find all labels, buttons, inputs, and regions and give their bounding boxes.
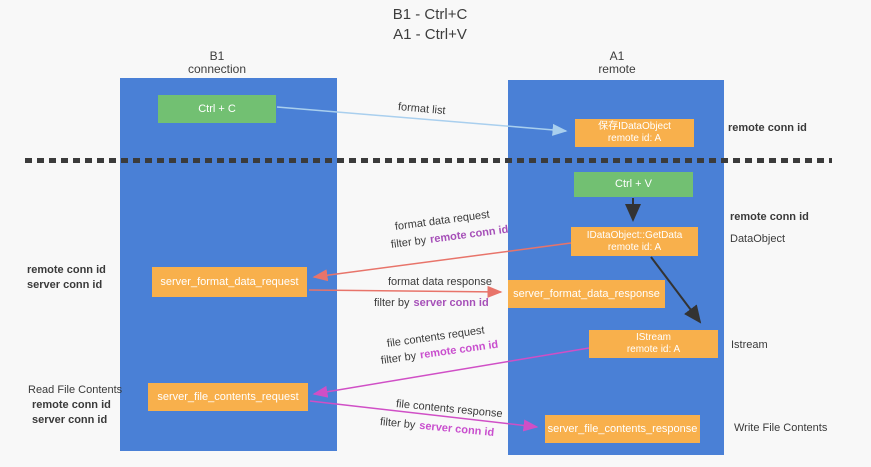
arrow-file-contents-request [312,347,590,398]
node-server-file-contents-request: server_file_contents_request [148,383,308,411]
node-server-format-data-response: server_format_data_response [508,280,665,308]
annotation-istream: Istream [731,339,768,351]
ctrl-v-label: Ctrl + V [615,178,652,190]
filter-by-text: filter by [374,297,410,309]
a1-name: A1 [609,49,625,63]
file-response-label: server_file_contents_response [547,422,698,435]
node-ctrl-c: Ctrl + C [158,95,276,123]
save-idataobject-line1: 保存IDataObject [598,121,671,132]
istream-line1: IStream [635,332,671,343]
lifeline-header-b1: B1 connection [157,50,277,76]
label-format-data-response: format data response [388,276,492,288]
file-request-label: server_file_contents_request [157,390,299,403]
format-request-label: server_format_data_request [160,275,299,288]
node-istream: IStream remote id: A [589,330,718,358]
annotation-left-remote-conn-id-file: remote conn id [32,399,111,411]
annotation-remote-conn-id-top: remote conn id [728,122,807,134]
annotation-left-remote-conn-id-format: remote conn id [27,264,106,276]
annotation-left-server-conn-id-file: server conn id [32,414,108,426]
node-save-idataobject: 保存IDataObject remote id: A [575,119,694,147]
arrow-format-data-response [308,285,503,298]
arrow-getdata-to-istream [650,256,702,324]
diagram-title: B1 - Ctrl+C A1 - Ctrl+V [300,5,560,45]
format-response-label: server_format_data_response [513,287,660,300]
arrow-file-contents-response [309,400,539,432]
title-line-1: B1 - Ctrl+C [392,6,468,23]
annotation-read-file-contents: Read File Contents [28,384,123,396]
annotation-dataobject: DataObject [730,233,786,245]
ctrl-c-label: Ctrl + C [198,102,236,115]
annotation-remote-conn-id-mid: remote conn id [730,211,809,223]
annotation-left-server-conn-id-format: server conn id [27,279,103,291]
lifeline-header-a1: A1 remote [557,50,677,76]
title-line-2: A1 - Ctrl+V [393,26,467,43]
getdata-line2: remote id: A [607,241,662,253]
a1-role: remote [598,62,636,76]
server-conn-id-text: server conn id [413,297,489,309]
annotation-write-file-contents: Write File Contents [734,422,828,434]
arrow-format-data-request [312,242,572,282]
arrow-format-list [276,106,568,136]
node-server-file-contents-response: server_file_contents_response [545,415,700,443]
istream-line2: remote id: A [626,344,681,355]
node-idataobject-getdata: IDataObject::GetData remote id: A [571,227,698,256]
save-idataobject-line2: remote id: A [607,133,662,144]
b1-name: B1 [209,49,225,63]
phase-separator-dashed-line [25,158,832,163]
b1-role: connection [187,62,247,76]
node-server-format-data-request: server_format_data_request [152,267,307,297]
node-ctrl-v: Ctrl + V [574,172,693,197]
getdata-line1: IDataObject::GetData [586,229,683,241]
